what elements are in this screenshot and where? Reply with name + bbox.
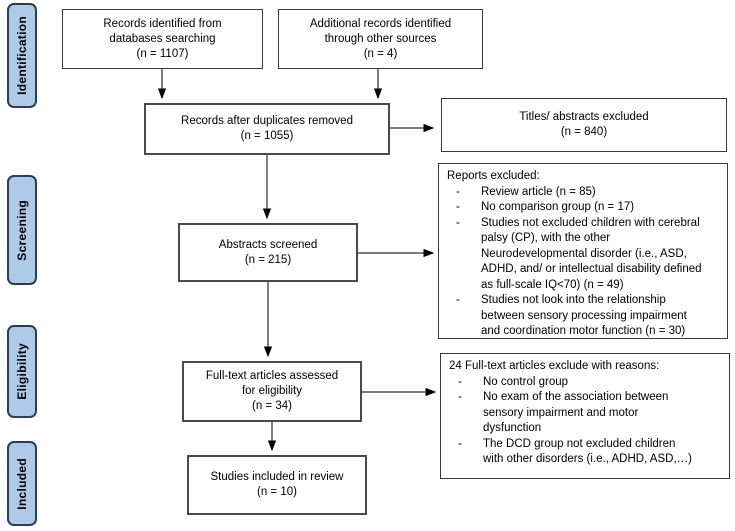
fulltext-excluded-item-3: The DCD group not excluded children with… <box>483 437 692 466</box>
box-titles-abstracts-excluded: Titles/ abstracts excluded (n = 840) <box>441 98 727 152</box>
box-additional-records-other-sources: Additional records identified through ot… <box>278 9 483 69</box>
reports-excluded-item-4: Studies not look into the relationship b… <box>481 294 687 337</box>
box-studies-included: Studies included in review (n = 10) <box>187 455 367 515</box>
bullet-dash: - <box>456 185 460 198</box>
box-records-after-duplicates-removed-text: Records after duplicates removed (n = 10… <box>181 115 353 142</box>
stage-identification: Identification <box>7 3 37 108</box>
bullet-dash: - <box>458 437 462 450</box>
list-item: - Studies not look into the relationship… <box>439 293 727 340</box>
stage-included-label: Included <box>15 457 29 510</box>
bullet-dash: - <box>458 375 462 388</box>
reports-excluded-item-1: Review article (n = 85) <box>481 185 596 198</box>
box-abstracts-screened: Abstracts screened (n = 215) <box>178 223 358 282</box>
box-reports-excluded: Reports excluded: - Review article (n = … <box>438 163 728 339</box>
stage-eligibility-label: Eligibility <box>15 343 29 400</box>
stage-eligibility: Eligibility <box>7 325 37 418</box>
stage-screening-label: Screening <box>15 199 29 261</box>
list-item: - No control group <box>441 375 729 391</box>
list-item: - No exam of the association between sen… <box>441 390 729 437</box>
list-item: - Review article (n = 85) <box>439 185 727 201</box>
box-fulltext-assessed: Full-text articles assessed for eligibil… <box>182 361 362 422</box>
list-item: - No comparison group (n = 17) <box>439 200 727 216</box>
fulltext-excluded-item-2: No exam of the association between senso… <box>483 391 669 434</box>
fulltext-excluded-title: 24 Full-text articles exclude with reaso… <box>449 360 660 372</box>
box-abstracts-screened-text: Abstracts screened (n = 215) <box>218 238 318 266</box>
stage-screening: Screening <box>7 175 37 285</box>
box-fulltext-excluded: 24 Full-text articles exclude with reaso… <box>440 353 730 479</box>
box-records-identified-databases-text: Records identified from databases search… <box>103 17 222 60</box>
reports-excluded-item-2: No comparison group (n = 17) <box>481 201 635 213</box>
bullet-dash: - <box>456 294 460 306</box>
reports-excluded-item-3: Studies not excluded children with cereb… <box>481 216 702 291</box>
box-additional-records-other-sources-text: Additional records identified through ot… <box>309 17 452 60</box>
stage-identification-label: Identification <box>15 16 29 95</box>
bullet-dash: - <box>456 201 460 213</box>
bullet-dash: - <box>456 216 460 229</box>
box-fulltext-assessed-text: Full-text articles assessed for eligibil… <box>205 370 339 412</box>
list-item: - Studies not excluded children with cer… <box>439 216 727 294</box>
reports-excluded-title: Reports excluded: <box>447 170 540 182</box>
list-item: - The DCD group not excluded children wi… <box>441 437 729 468</box>
box-studies-included-text: Studies included in review (n = 10) <box>210 471 344 498</box>
stage-included: Included <box>7 441 37 526</box>
box-records-after-duplicates-removed: Records after duplicates removed (n = 10… <box>144 103 390 155</box>
box-records-identified-databases: Records identified from databases search… <box>62 9 263 69</box>
fulltext-excluded-item-1: No control group <box>483 375 569 388</box>
bullet-dash: - <box>458 391 462 403</box>
box-titles-abstracts-excluded-text: Titles/ abstracts excluded (n = 840) <box>519 111 649 138</box>
